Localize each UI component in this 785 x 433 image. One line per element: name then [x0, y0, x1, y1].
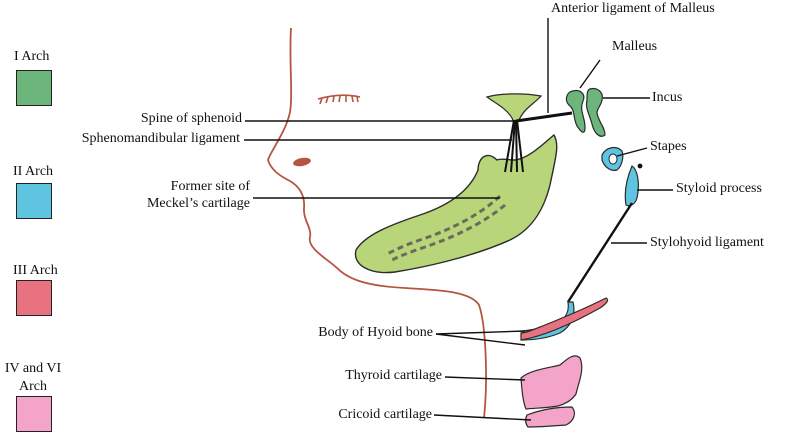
- label-stapes: Stapes: [650, 139, 687, 154]
- label-styloid-process: Styloid process: [676, 181, 762, 196]
- label-body-of-hyoid-bone: Body of Hyoid bone: [318, 325, 433, 340]
- eye: [317, 94, 361, 105]
- nostril: [293, 157, 311, 167]
- legend-label-arch3: III Arch: [13, 263, 58, 278]
- meckel-former-site-dashes: [384, 194, 506, 262]
- stylohyoid-ligament-line: [566, 202, 634, 303]
- malleus-shape: [565, 89, 586, 133]
- hyoid-body-lower-shape: [520, 297, 609, 341]
- legend-label-arch1: I Arch: [14, 49, 50, 64]
- label-sphenomandibular-ligament: Sphenomandibular ligament: [81, 131, 240, 146]
- thyroid-cartilage-shape: [520, 355, 583, 410]
- legend-swatch-arch4-6: [16, 396, 52, 432]
- label-thyroid-cartilage: Thyroid cartilage: [345, 368, 442, 383]
- label-former-site-line1: Former site of: [170, 179, 250, 194]
- label-spine-of-sphenoid: Spine of sphenoid: [140, 111, 242, 126]
- legend-label-arch4-6: IV and VI Arch: [4, 361, 62, 394]
- label-incus: Incus: [652, 90, 683, 105]
- sphenomandibular-ligament: [504, 119, 524, 173]
- stapes-hole: [608, 153, 618, 165]
- meckel-cartilage-shape: [354, 133, 558, 274]
- label-cricoid-cartilage: Cricoid cartilage: [338, 407, 432, 422]
- styloid-tip-dot: [637, 163, 643, 169]
- styloid-process-shape: [624, 165, 639, 207]
- cricoid-cartilage-shape: [525, 406, 576, 428]
- spine-of-sphenoid-shape: [485, 93, 543, 124]
- legend-swatch-arch1: [16, 70, 52, 106]
- incus-shape: [585, 87, 606, 137]
- label-stylohyoid-ligament: Stylohyoid ligament: [650, 235, 764, 250]
- legend-label-arch2: II Arch: [13, 164, 54, 179]
- anterior-ligament-line: [515, 111, 573, 123]
- legend-swatch-arch2: [16, 183, 52, 219]
- leader-lines: [244, 18, 673, 421]
- face-profile-outline: [267, 27, 487, 419]
- label-former-site-line2: Meckel’s cartilage: [146, 196, 250, 211]
- label-anterior-ligament-of-malleus: Anterior ligament of Malleus: [551, 1, 715, 16]
- legend-swatch-arch3: [16, 280, 52, 316]
- label-malleus: Malleus: [612, 39, 658, 54]
